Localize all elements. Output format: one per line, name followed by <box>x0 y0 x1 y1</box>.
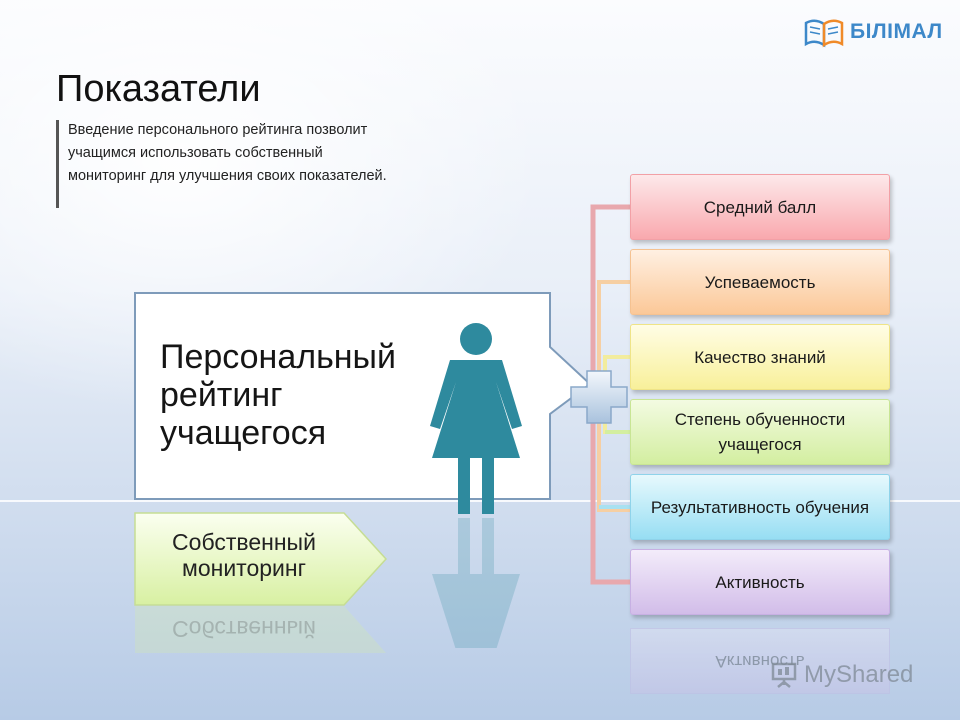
indicator-average-score: Средний балл <box>630 174 890 240</box>
monitoring-reflection-text: Собственный мониторинг <box>172 612 316 642</box>
person-female-icon <box>430 323 522 514</box>
indicator-performance: Успеваемость <box>630 249 890 315</box>
slide-subtitle: Введение персонального рейтинга позволит… <box>68 122 387 184</box>
indicator-learning-degree: Степень обученности учащегося <box>630 399 890 465</box>
logo-text: БІЛІМАЛ <box>850 20 943 43</box>
slide-title: Показатели <box>56 68 261 110</box>
watermark: MyShared <box>770 660 930 690</box>
subtitle-accent-bar <box>56 120 59 208</box>
horizon-line <box>0 500 960 502</box>
watermark-text: MyShared <box>804 661 914 688</box>
monitoring-text: Собственный мониторинг <box>172 529 316 581</box>
monitoring-arrow <box>134 512 388 606</box>
indicator-knowledge-quality: Качество знаний <box>630 324 890 390</box>
presentation-board-icon <box>771 662 797 688</box>
bilimal-logo: БІЛІМАЛ <box>804 14 944 50</box>
book-icon <box>804 19 844 48</box>
indicator-activity: Активность <box>630 549 890 615</box>
person-reflection-icon <box>432 518 520 648</box>
personal-rating-text: Персональный рейтинг учащегося <box>160 338 396 452</box>
monitoring-reflection <box>135 606 386 653</box>
plus-connector-icon <box>570 370 628 424</box>
indicator-learning-effectiveness: Результативность обучения <box>630 474 890 540</box>
